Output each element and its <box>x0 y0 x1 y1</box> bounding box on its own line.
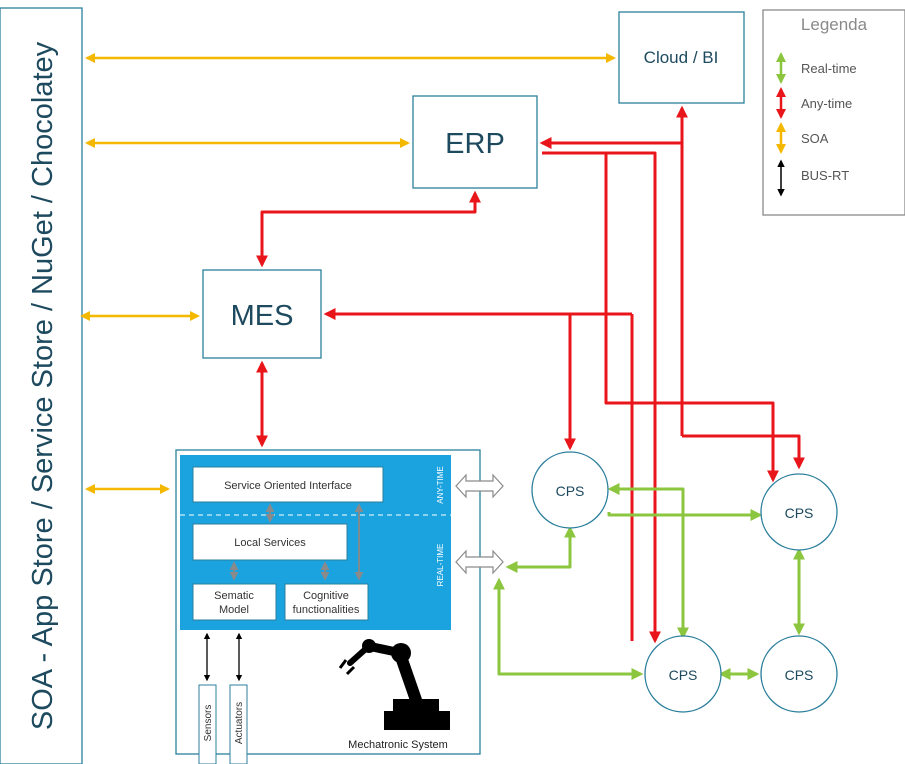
cognitive-label-line2: functionalities <box>293 604 360 616</box>
legend-item-real-time: Real-time <box>776 52 857 84</box>
mechatronic-system-title: Mechatronic System <box>348 739 448 751</box>
erp-label: ERP <box>445 128 505 160</box>
legend-label-bus-rt: BUS-RT <box>801 168 849 183</box>
erp-to-cps-right-link <box>604 153 779 483</box>
cps-node-bottom: CPS <box>644 635 722 713</box>
real-time-gateway-arrow-icon <box>455 549 504 575</box>
legend-item-bus-rt: BUS-RT <box>777 159 849 197</box>
actuators-label: Actuators <box>234 702 245 744</box>
cps-label-bottom: CPS <box>669 667 698 683</box>
any-time-gateway-arrow-icon <box>455 473 504 499</box>
local-services-label: Local Services <box>234 537 306 549</box>
cps-node-right: CPS <box>760 473 838 551</box>
soa-store-bar: SOA - App Store / Service Store / NuGet … <box>0 7 83 764</box>
sematic-model-label-line1: Sematic <box>214 590 254 602</box>
legend: Legenda Real-time Any-time SOA BUS-RT <box>762 9 905 216</box>
mes-label: MES <box>231 300 294 332</box>
cps-node-bottom-right: CPS <box>760 635 838 713</box>
actuators-block: Actuators <box>229 684 248 764</box>
soa-store-label: SOA - App Store / Service Store / NuGet … <box>27 41 59 730</box>
sematic-model-label-line2: Model <box>219 604 249 616</box>
erp-mes-link <box>256 190 481 268</box>
sensors-block: Sensors <box>198 684 217 764</box>
sensors-label: Sensors <box>203 705 214 742</box>
real-time-connectors <box>493 483 805 680</box>
service-oriented-interface: Service Oriented Interface <box>192 466 384 503</box>
cps-left-to-gateway-link <box>505 525 576 573</box>
legend-item-any-time: Any-time <box>776 87 852 119</box>
any-time-connectors <box>256 105 805 644</box>
cloud-bi-node: Cloud / BI <box>618 11 745 104</box>
legend-label-real-time: Real-time <box>801 61 857 76</box>
cloud-bi-label: Cloud / BI <box>644 48 719 67</box>
sematic-model: Sematic Model <box>192 583 277 621</box>
cps-label-right: CPS <box>785 505 814 521</box>
legend-item-soa: SOA <box>776 122 829 154</box>
mechatronic-system: ANY-TIME REAL-TIME Service Oriented Inte… <box>175 449 481 764</box>
real-time-side-label: REAL-TIME <box>436 544 445 587</box>
robot-arm-icon <box>338 639 450 730</box>
legend-label-soa: SOA <box>801 131 829 146</box>
erp-node: ERP <box>412 95 538 189</box>
cps-label-left: CPS <box>556 483 585 499</box>
erp-to-cps-bottom-link <box>542 151 661 644</box>
mechatronic-to-cps-bottom-link <box>493 577 644 680</box>
service-oriented-interface-label: Service Oriented Interface <box>224 480 352 492</box>
cognitive-label-line1: Cognitive <box>303 590 349 602</box>
cognitive-functionalities: Cognitive functionalities <box>284 583 369 621</box>
cloud-to-cps-right-link <box>682 434 805 470</box>
local-services: Local Services <box>192 523 348 561</box>
cps-node-left: CPS <box>531 451 609 529</box>
any-time-side-label: ANY-TIME <box>436 466 445 504</box>
soa-connectors <box>80 53 616 494</box>
cps-left-to-cps-bottom-link <box>607 483 689 640</box>
cps-label-bottom-right: CPS <box>785 667 814 683</box>
legend-title: Legenda <box>801 15 868 34</box>
mes-node: MES <box>202 269 322 359</box>
legend-label-any-time: Any-time <box>801 96 852 111</box>
